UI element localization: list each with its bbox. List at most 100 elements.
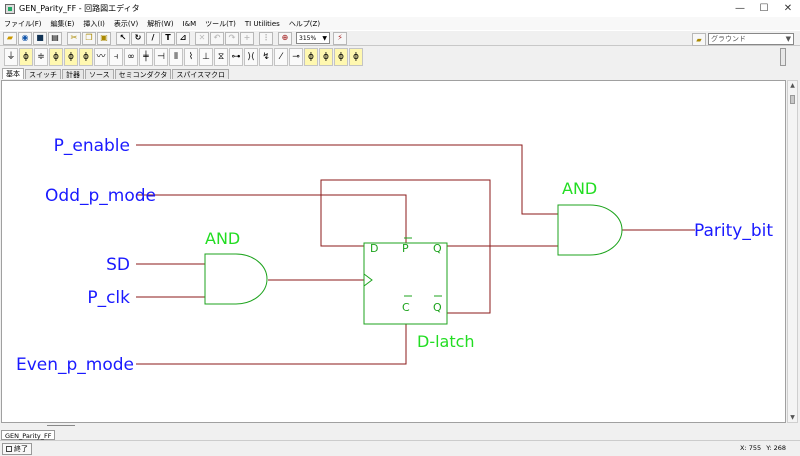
motor-icon[interactable]: ϕ — [334, 48, 348, 66]
open-folder-icon[interactable]: ▰ — [3, 31, 17, 45]
polar-capacitor-icon[interactable]: ╪ — [139, 48, 153, 66]
label-parity-bit[interactable]: Parity_bit — [694, 221, 773, 241]
pin-d: D — [370, 242, 378, 255]
tab-source[interactable]: ソース — [85, 69, 114, 79]
generator-icon[interactable]: ϕ — [349, 48, 363, 66]
probe-icon[interactable]: ⚡ — [333, 31, 347, 45]
menu-help[interactable]: ヘルプ(Z) — [288, 19, 321, 28]
rotate-icon[interactable]: ↻ — [131, 31, 145, 45]
scroll-down-icon[interactable]: ▼ — [790, 414, 795, 421]
scroll-up-icon[interactable]: ▲ — [790, 82, 795, 89]
signal-labels: P_enable Odd_p_mode SD P_clk Even_p_mode… — [16, 136, 773, 375]
probe-source-icon[interactable]: ϕ — [79, 48, 93, 66]
pen-icon[interactable]: / — [146, 31, 160, 45]
and-gate-1[interactable] — [204, 253, 268, 305]
coord-x: X: 755 — [740, 444, 762, 452]
resistor-icon[interactable]: 〰 — [94, 48, 108, 66]
label-odd-p-mode[interactable]: Odd_p_mode — [45, 186, 156, 206]
tab-basic[interactable]: 基本 — [2, 68, 24, 79]
latch-pin-labels: D P Q C Q — [370, 242, 442, 314]
label-p-clk[interactable]: P_clk — [87, 288, 130, 308]
diode-icon[interactable]: ⊣ — [154, 48, 168, 66]
wire-qbar-feedback[interactable] — [320, 179, 491, 314]
menu-tools[interactable]: ツール(T) — [205, 19, 236, 28]
wire-tool-icon[interactable]: ⊿ — [176, 31, 190, 45]
fuse-icon[interactable]: ⊶ — [229, 48, 243, 66]
wire-icon[interactable]: ⁄ — [274, 48, 288, 66]
component-labels: AND AND D-latch — [205, 179, 597, 351]
label-sd[interactable]: SD — [106, 255, 130, 275]
new-file-icon[interactable]: ◉ — [18, 31, 32, 45]
vertical-scrollbar[interactable]: ▲ ▼ — [787, 80, 798, 423]
horizontal-scroll-thumb[interactable] — [47, 425, 75, 426]
layer-icon[interactable]: ▰ — [692, 33, 706, 46]
scroll-thumb[interactable] — [790, 95, 795, 104]
source-icon[interactable]: ϕ — [49, 48, 63, 66]
wire-even-p-mode[interactable] — [136, 324, 407, 365]
chevron-down-icon: ▼ — [322, 34, 327, 42]
minimize-button[interactable]: — — [735, 3, 745, 14]
menu-edit[interactable]: 編集(E) — [50, 19, 75, 28]
window-controls: — ☐ ✕ — [728, 0, 800, 17]
menu-insert[interactable]: 挿入(I) — [83, 19, 105, 28]
inductor-icon[interactable]: ∞ — [124, 48, 138, 66]
switch-icon[interactable]: ⊥ — [199, 48, 213, 66]
tab-switch[interactable]: スイッチ — [25, 69, 61, 79]
main-toolbar: ▰ ◉ ■ ▤ ✂ ❐ ▣ ↖ ↻ / T ⊿ ✕ ↶ ↷ + ⋮ ⊕ 315%… — [0, 30, 800, 46]
close-window-button[interactable]: ✕ — [783, 3, 793, 14]
antenna-icon[interactable]: ⟩⟨ — [244, 48, 258, 66]
menu-analysis[interactable]: 解析(W) — [147, 19, 174, 28]
speaker-icon[interactable]: ϕ — [304, 48, 318, 66]
undo-icon[interactable]: ↶ — [210, 31, 224, 45]
zoom-select[interactable]: 315% ▼ — [296, 32, 330, 44]
connector-icon[interactable]: ↯ — [259, 48, 273, 66]
palette-resize-handle[interactable] — [780, 48, 786, 66]
ground-icon[interactable]: ⏚ — [4, 48, 18, 66]
print-icon[interactable]: ▤ — [48, 31, 62, 45]
current-source-icon[interactable]: ϕ — [64, 48, 78, 66]
crystal-icon[interactable]: ⧖ — [214, 48, 228, 66]
and-gate-2[interactable] — [557, 204, 623, 256]
pin-q: Q — [433, 242, 442, 255]
cut-icon[interactable]: ✂ — [67, 31, 81, 45]
cursor-coordinates: X: 755 Y: 268 — [740, 444, 789, 452]
schematic-drawing: D P Q C Q AND AND D-latch P_enable Odd_p… — [16, 136, 773, 375]
zoom-icon[interactable]: ⊕ — [278, 31, 292, 45]
status-bar: 終了 X: 755 Y: 268 — [0, 440, 800, 456]
lamp-icon[interactable]: ϕ — [19, 48, 33, 66]
label-even-p-mode[interactable]: Even_p_mode — [16, 355, 134, 375]
copy-icon[interactable]: ❐ — [82, 31, 96, 45]
exit-label: 終了 — [14, 445, 28, 453]
transformer-icon[interactable]: ⫴ — [169, 48, 183, 66]
select-arrow-icon[interactable]: ↖ — [116, 31, 130, 45]
terminal-icon[interactable]: ⊸ — [289, 48, 303, 66]
d-latch-box[interactable] — [363, 242, 448, 325]
redo-icon[interactable]: ↷ — [225, 31, 239, 45]
wire-odd-p-mode[interactable] — [136, 194, 407, 243]
menu-bar: ファイル(F) 編集(E) 挿入(I) 表示(V) 解析(W) I&M ツール(… — [0, 17, 800, 30]
exit-button[interactable]: 終了 — [2, 443, 32, 455]
menu-im[interactable]: I&M — [182, 19, 197, 28]
paste-icon[interactable]: ▣ — [97, 31, 111, 45]
clock-marker — [363, 273, 373, 287]
layer-select[interactable]: グラウンド ▼ — [708, 33, 794, 45]
save-icon[interactable]: ■ — [33, 31, 47, 45]
schematic-canvas[interactable]: D P Q C Q AND AND D-latch P_enable Odd_p… — [1, 80, 786, 423]
grid-icon[interactable]: ⋮ — [259, 31, 273, 45]
label-p-enable[interactable]: P_enable — [54, 136, 130, 156]
menu-file[interactable]: ファイル(F) — [4, 19, 42, 28]
capacitor-icon[interactable]: ⫞ — [109, 48, 123, 66]
tab-meter[interactable]: 計器 — [62, 69, 84, 79]
relay-icon[interactable]: ⌇ — [184, 48, 198, 66]
tab-spice-macro[interactable]: スパイスマクロ — [172, 69, 229, 79]
maximize-button[interactable]: ☐ — [759, 3, 769, 14]
wire-p-enable[interactable] — [136, 144, 558, 215]
document-tab[interactable]: GEN_Parity_FF — [1, 430, 56, 440]
menu-view[interactable]: 表示(V) — [113, 19, 139, 28]
title-bar: GEN_Parity_FF - 回路図エディタ — ☐ ✕ — [0, 0, 800, 17]
text-tool-icon[interactable]: T — [161, 31, 175, 45]
menu-ti-utilities[interactable]: TI Utilities — [244, 19, 280, 28]
meter-icon[interactable]: ϕ — [319, 48, 333, 66]
tab-semiconductor[interactable]: セミコンダクタ — [114, 69, 172, 79]
battery-icon[interactable]: ≑ — [34, 48, 48, 66]
